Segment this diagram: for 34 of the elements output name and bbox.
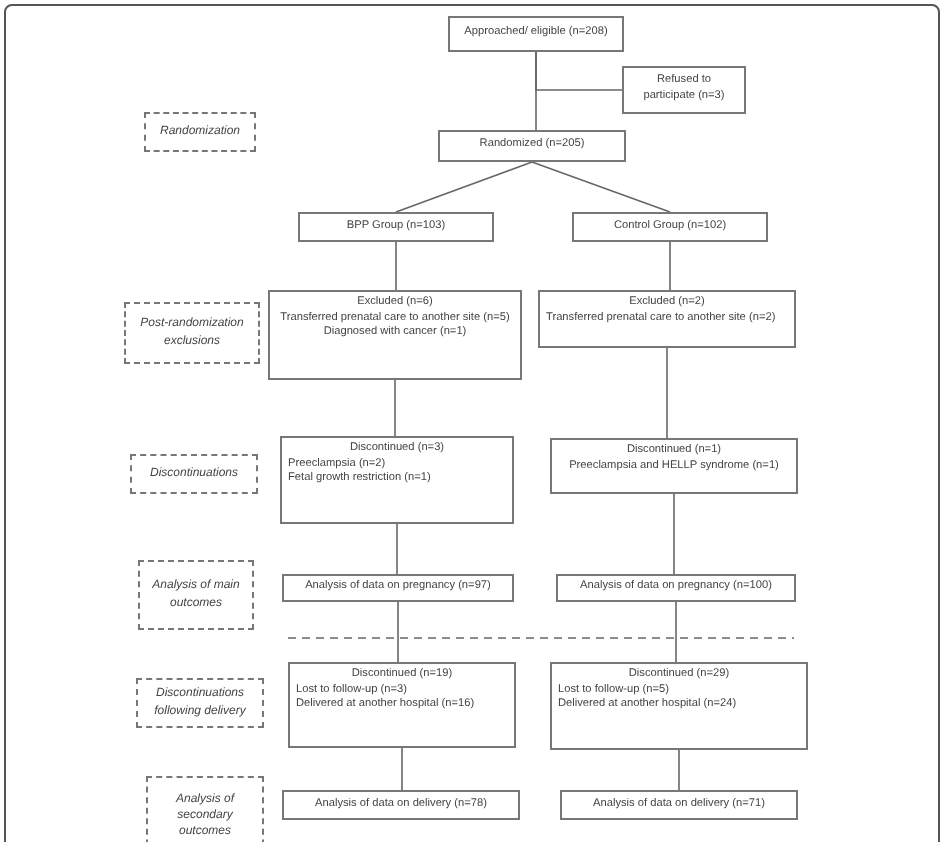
process-box — [268, 290, 522, 380]
process-box — [550, 662, 808, 750]
process-box — [622, 66, 746, 114]
stage-label-box — [144, 112, 256, 152]
process-box — [572, 212, 768, 242]
process-box — [298, 212, 494, 242]
connector-line — [394, 379, 396, 437]
process-box — [280, 436, 514, 524]
connector-line — [395, 241, 397, 291]
stage-label-box — [130, 454, 258, 494]
process-box — [282, 790, 520, 820]
process-box — [288, 662, 516, 748]
process-box — [560, 790, 798, 820]
stage-label-box — [138, 560, 254, 630]
stage-label-box — [136, 678, 264, 728]
process-box — [282, 574, 514, 602]
stage-label-box — [146, 776, 264, 842]
connector-line — [395, 161, 533, 213]
connector-line — [397, 601, 399, 663]
connector-line — [675, 601, 677, 663]
connector-line — [673, 493, 675, 575]
connector-line — [678, 749, 680, 791]
stage-label-box — [124, 302, 260, 364]
connector-line — [535, 51, 537, 131]
process-box — [556, 574, 796, 602]
connector-line — [531, 161, 671, 213]
process-box — [438, 130, 626, 162]
process-box — [448, 16, 624, 52]
connector-line — [669, 241, 671, 291]
process-box — [550, 438, 798, 494]
process-box — [538, 290, 796, 348]
connector-line — [396, 523, 398, 575]
connector-line — [666, 347, 668, 439]
connector-line — [401, 747, 403, 791]
